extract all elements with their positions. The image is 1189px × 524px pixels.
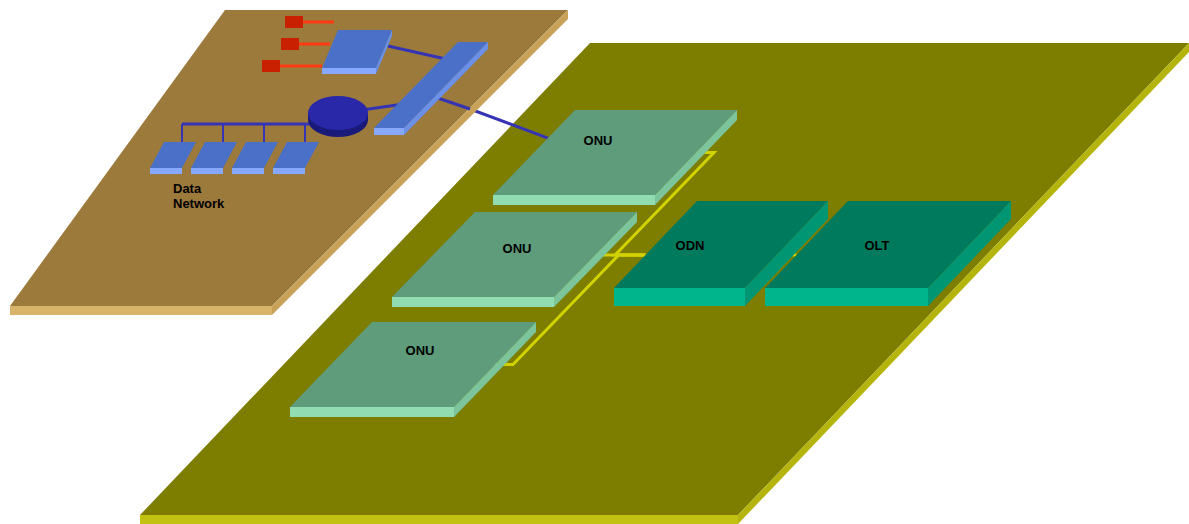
lan-drop — [263, 124, 265, 142]
lan-drop — [181, 124, 183, 142]
illustration-group — [150, 16, 488, 174]
slab-side — [454, 322, 536, 417]
port-block — [281, 38, 299, 50]
onu-slab: ONU — [290, 322, 536, 417]
plane-front — [10, 306, 272, 315]
host-front — [150, 168, 182, 174]
onu-slab: ONU — [493, 110, 737, 205]
port-wire — [303, 21, 334, 24]
slab-front — [493, 195, 655, 205]
backbone-switch-top — [374, 42, 488, 128]
node-label: ODN — [676, 238, 705, 253]
slab-front — [614, 288, 745, 306]
slab-front — [392, 297, 554, 307]
router-top — [308, 96, 368, 130]
node-outline — [493, 110, 737, 205]
node-label: OLT — [864, 238, 889, 253]
backbone-switch-front — [374, 128, 404, 135]
host-top — [191, 142, 237, 168]
host-front — [232, 168, 264, 174]
host-front — [273, 168, 305, 174]
switch-side — [376, 30, 392, 74]
slab-front — [765, 288, 928, 306]
slab-front — [290, 407, 454, 417]
node-label: ONU — [503, 241, 532, 256]
host-top — [150, 142, 196, 168]
host-front — [191, 168, 223, 174]
lan-drop — [222, 124, 224, 142]
node-label: ONU — [584, 133, 613, 148]
port-wire — [280, 65, 322, 68]
lan-drop — [304, 124, 306, 142]
onu-slab: ONU — [392, 212, 637, 307]
host-top — [232, 142, 278, 168]
switch-front — [322, 68, 376, 74]
node-outline — [392, 212, 637, 307]
access-plane-side — [738, 43, 1189, 524]
node-label: Data Network — [173, 181, 237, 211]
olt-slab: OLT — [765, 201, 1011, 306]
node-outline — [765, 201, 1011, 306]
slab-side — [928, 201, 1011, 306]
host-top — [273, 142, 319, 168]
access-plane-front — [140, 515, 738, 524]
switch-top — [322, 30, 392, 68]
lan-bus — [182, 123, 312, 126]
node-outline — [290, 322, 536, 417]
backbone-switch-side — [404, 42, 488, 135]
node-label: ONU — [406, 343, 435, 358]
port-block — [285, 16, 303, 28]
port-wire — [299, 43, 330, 46]
network-link — [470, 109, 548, 138]
slab-side — [655, 110, 737, 205]
port-block — [262, 60, 280, 72]
